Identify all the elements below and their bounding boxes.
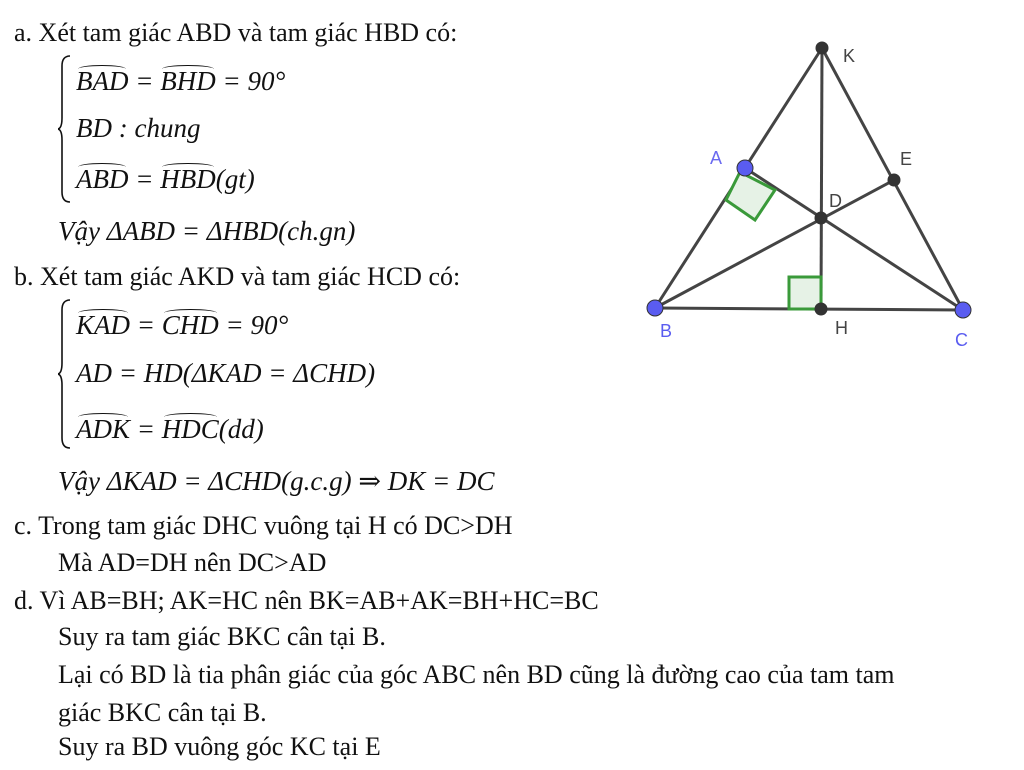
part-b-condition-2: AD = HD(ΔKAD = ΔCHD) <box>76 358 376 388</box>
brace <box>58 55 71 203</box>
reason: (gt) <box>215 164 255 194</box>
point-b <box>646 299 664 317</box>
part-b-intro: b. Xét tam giác AKD và tam giác HCD có: <box>14 262 461 291</box>
right-angle-mark-h <box>787 275 823 311</box>
angle-chd: CHD <box>161 309 219 340</box>
part-b-conclusion: Vậy ΔKAD = ΔCHD(g.c.g) ⇒ DK = DC <box>58 466 495 496</box>
point-c <box>954 301 972 319</box>
part-d-line-5: Suy ra BD vuông góc KC tại E <box>58 732 381 761</box>
angle-hbd: HBD <box>160 163 216 194</box>
point-d <box>814 211 828 225</box>
part-d-line-1: d. Vì AB=BH; AK=HC nên BK=AB+AK=BH+HC=BC <box>14 586 599 615</box>
part-b-condition-1: KAD = CHD = 90° <box>76 309 289 340</box>
label-c: C <box>955 330 968 350</box>
angle-abd: ABD <box>76 163 129 194</box>
label-k: K <box>843 46 855 66</box>
part-c-line-1: c. Trong tam giác DHC vuông tại H có DC>… <box>14 511 513 540</box>
point-e <box>887 173 901 187</box>
segment-ac <box>744 166 964 312</box>
label-d: D <box>829 191 842 211</box>
label-e: E <box>900 149 912 169</box>
angle-kad: KAD <box>76 309 130 340</box>
part-a-conclusion: Vậy ΔABD = ΔHBD(ch.gn) <box>58 216 356 246</box>
point-k <box>815 41 829 55</box>
angle-hdc: HDC <box>161 413 219 444</box>
part-d-line-4: giác BKC cân tại B. <box>58 698 267 727</box>
segment-kh <box>819 47 824 310</box>
segment-be <box>654 178 895 310</box>
brace <box>58 299 71 449</box>
part-a-condition-3: ABD = HBD(gt) <box>76 163 255 194</box>
label-b: B <box>660 321 672 341</box>
right-angle-mark-a <box>724 169 778 223</box>
part-d-line-2: Suy ra tam giác BKC cân tại B. <box>58 622 386 651</box>
part-a-intro: a. Xét tam giác ABD và tam giác HBD có: <box>14 18 458 47</box>
label-a: A <box>710 148 722 168</box>
point-a <box>736 159 754 177</box>
label-h: H <box>835 318 848 338</box>
value: = 90° <box>225 310 289 340</box>
angle-bad: BAD <box>76 65 129 96</box>
part-d-line-3: Lại có BD là tia phân giác của góc ABC n… <box>58 660 895 689</box>
angle-bhd: BHD <box>160 65 216 96</box>
angle-adk: ADK <box>76 413 130 444</box>
part-c-line-2: Mà AD=DH nên DC>AD <box>58 548 327 577</box>
point-h <box>814 302 828 316</box>
part-a-condition-1: BAD = BHD = 90° <box>76 65 286 96</box>
part-b-condition-3: ADK = HDC(dd) <box>76 413 264 444</box>
part-a-condition-2: BD : chung <box>76 113 201 143</box>
value: = 90° <box>222 66 286 96</box>
reason: (dd) <box>218 414 264 444</box>
